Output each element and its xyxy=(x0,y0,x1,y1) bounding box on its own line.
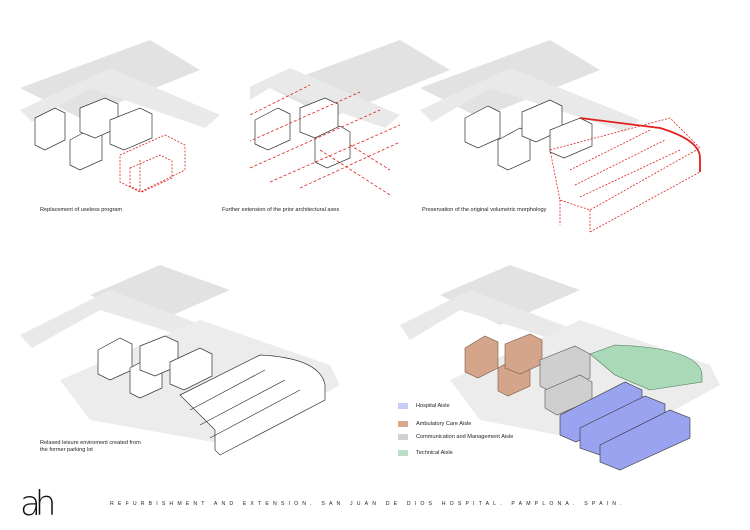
panel-1-caption: Replacement of useless program xyxy=(40,207,123,213)
legend-label: Ambulatory Care Aisle xyxy=(416,421,472,427)
panel-2-caption: Further extension of the prior architect… xyxy=(222,207,340,213)
diagram-panel-5 xyxy=(380,250,740,480)
extended-axes-dashed xyxy=(250,84,401,196)
new-building-outline xyxy=(179,354,326,456)
curved-edge xyxy=(579,117,701,172)
diagram-panel-3: Preservation of the original volumetric … xyxy=(410,0,740,240)
technical-volume xyxy=(589,344,703,391)
legend-swatch xyxy=(398,421,408,427)
diagram-panel-1: Replacement of useless program xyxy=(0,0,250,240)
existing-building-outline xyxy=(34,97,153,171)
project-title-footer: Refurbishment and extension. San Juan de… xyxy=(110,501,626,507)
original-volume-dashed xyxy=(549,117,701,233)
existing-building-outline xyxy=(97,335,213,399)
ambulatory-care-volume xyxy=(464,333,543,397)
panel-3-caption: Preservation of the original volumetric … xyxy=(422,207,547,213)
legend-swatch xyxy=(398,450,408,456)
panel-4-drawing xyxy=(20,265,340,456)
hospital-volume xyxy=(559,381,691,471)
legend-label: Hospital Aisle xyxy=(416,403,450,409)
panel-3-drawing xyxy=(420,40,701,233)
ground-strip xyxy=(20,290,210,348)
studio-logo: ah xyxy=(20,484,56,524)
panel-1-drawing xyxy=(20,40,220,193)
demolished-volume-dashed xyxy=(119,134,186,193)
legend-label: Technical Aisle xyxy=(416,450,453,456)
ground-strip xyxy=(400,290,570,340)
legend-swatch xyxy=(398,434,408,440)
legend-label: Communication and Management Aisle xyxy=(416,434,514,440)
existing-building-outline xyxy=(254,97,351,169)
panel-2-drawing xyxy=(250,40,450,196)
existing-building-outline xyxy=(464,99,593,171)
panel-4-caption-line-2: the former parking lot xyxy=(40,447,93,453)
diagram-panel-4: Relaxed leisure enviroment created from … xyxy=(0,250,370,480)
panel-4-caption-line-1: Relaxed leisure enviroment created from xyxy=(40,440,141,446)
ground-strip xyxy=(20,68,220,128)
panel-5-drawing xyxy=(400,265,720,471)
diagram-panel-2: Further extension of the prior architect… xyxy=(222,0,500,240)
legend-swatch xyxy=(398,403,408,409)
ground-strip xyxy=(420,68,640,132)
